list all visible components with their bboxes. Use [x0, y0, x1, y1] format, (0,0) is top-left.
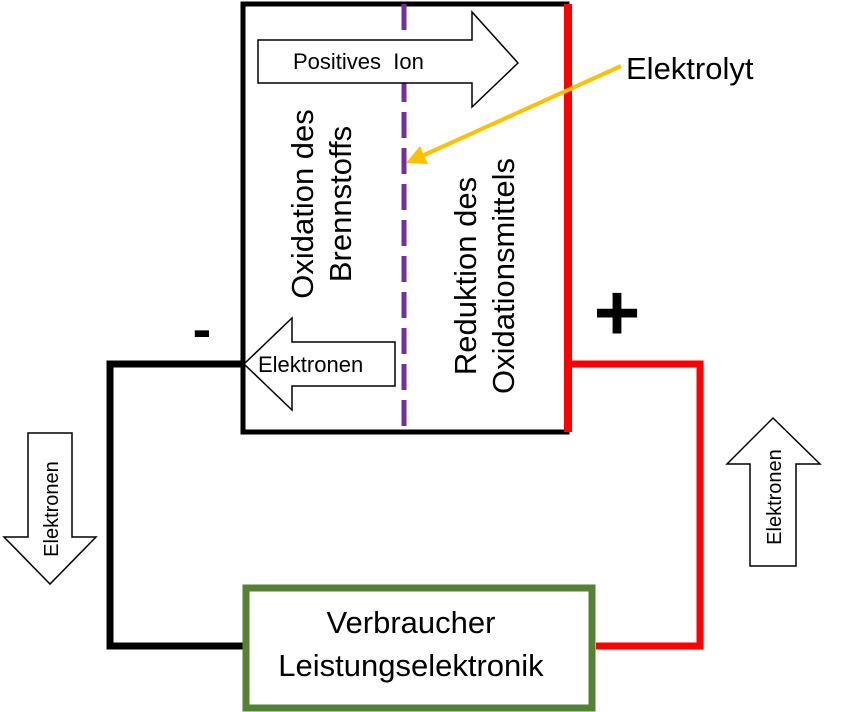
cathode-wire	[568, 360, 704, 650]
oxidation-label-line2: Brennstoffs	[323, 126, 358, 282]
reduction-label-line1: Reduktion des	[448, 177, 483, 375]
consumer-label-line1: Verbraucher	[327, 605, 496, 640]
plus-sign: +	[594, 268, 641, 357]
electrolyte-label: Elektrolyt	[626, 51, 754, 86]
positive-ion-label: Positives Ion	[293, 49, 424, 74]
consumer-box	[242, 584, 596, 712]
electrons-down-arrow	[2, 432, 98, 586]
oxidation-label-line1: Oxidation des	[285, 109, 320, 299]
electrolyte-pointer-line	[423, 64, 622, 157]
electrons-right-label: Elektronen	[764, 449, 786, 545]
anode-wire	[106, 360, 243, 650]
minus-sign: -	[193, 297, 212, 360]
reduction-label-line2: Oxidationsmittels	[486, 158, 521, 394]
electrolyte-pointer-head	[406, 146, 428, 164]
electrons-cell-label: Elektronen	[258, 352, 363, 377]
electrons-left-label: Elektronen	[41, 461, 63, 557]
consumer-label-line2: Leistungselektronik	[278, 648, 544, 683]
electrons-up-arrow	[725, 416, 822, 567]
positive-ion-arrow	[257, 10, 520, 109]
electrons-cell-arrow	[242, 316, 396, 412]
